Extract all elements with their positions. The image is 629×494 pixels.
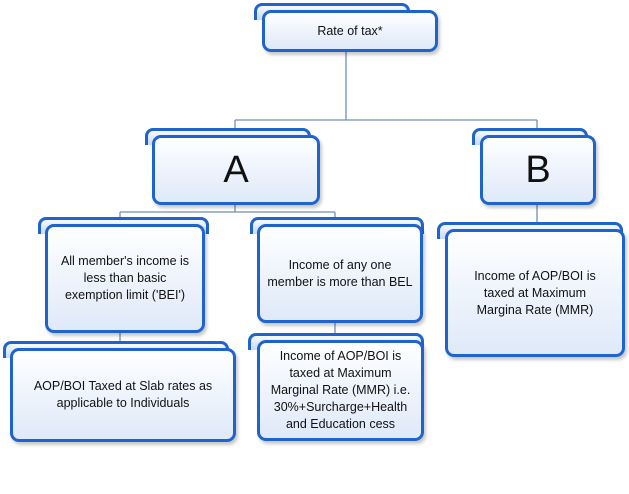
a-right-result-box: Income of AOP/BOI is taxed at Maximum Ma… [257, 340, 424, 441]
branch-a-box: A [152, 135, 320, 205]
a-left-condition-box: All member's income is less than basic e… [45, 224, 205, 333]
a-right-result-label: Income of AOP/BOI is taxed at Maximum Ma… [270, 349, 411, 431]
a-left-result-box: AOP/BOI Taxed at Slab rates as applicabl… [10, 348, 236, 442]
branch-b-label: B [525, 149, 551, 191]
branch-b-box: B [480, 135, 596, 205]
a-left-result-label: AOP/BOI Taxed at Slab rates as applicabl… [33, 379, 213, 410]
a-left-condition-label: All member's income is less than basic e… [60, 254, 190, 302]
a-right-condition-label: Income of any one member is more than BE… [267, 257, 413, 289]
a-right-condition-box: Income of any one member is more than BE… [257, 224, 423, 323]
branch-a-label: A [223, 149, 249, 191]
root-node-label: Rate of tax* [317, 23, 383, 38]
b-child-box: Income of AOP/BOI is taxed at Maximum Ma… [445, 229, 625, 357]
root-node-box: Rate of tax* [262, 10, 438, 52]
b-child-label: Income of AOP/BOI is taxed at Maximum Ma… [474, 268, 596, 317]
